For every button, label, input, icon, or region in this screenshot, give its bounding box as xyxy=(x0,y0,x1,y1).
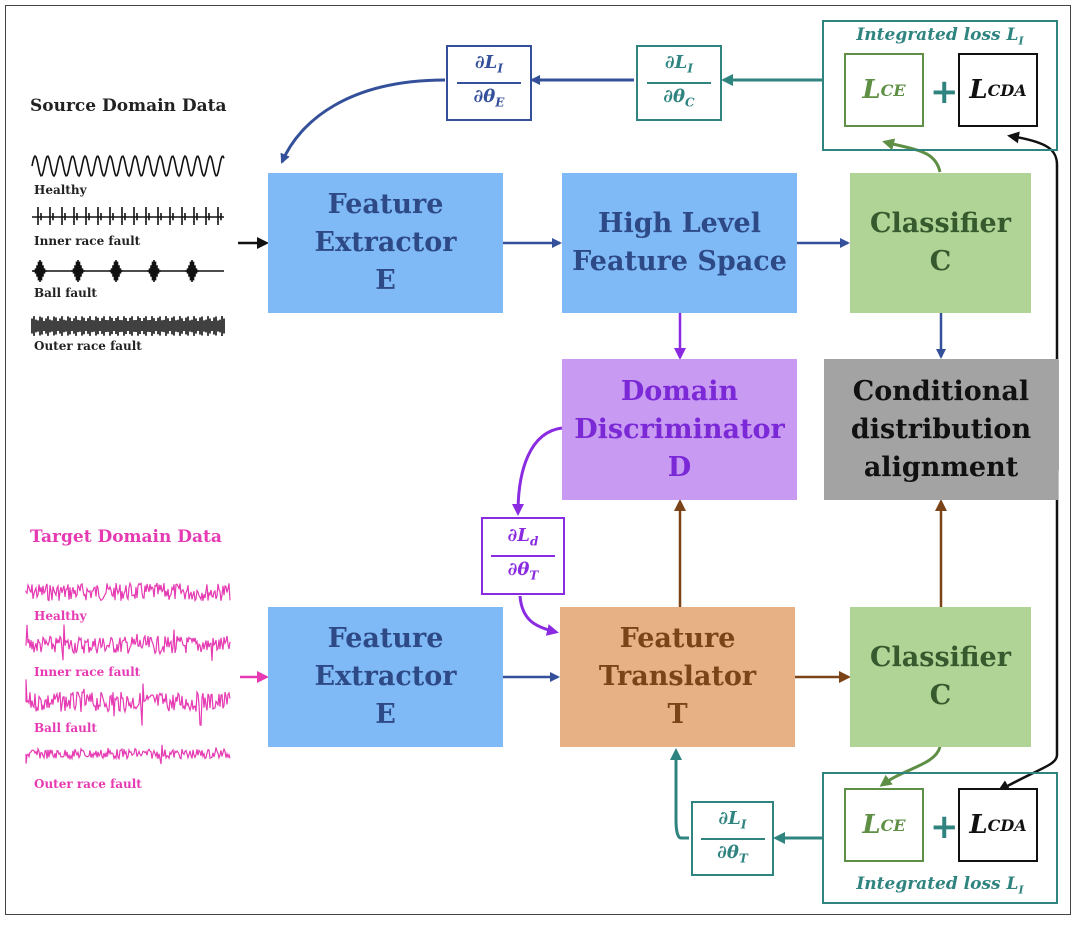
grad-dthetaE-denominator: ∂θE xyxy=(473,86,505,110)
high-level-feature-space: High Level Feature Space xyxy=(562,173,797,313)
feature-translator-line2: Translator xyxy=(598,661,757,692)
grad-dLd-denominator: ∂θT xyxy=(507,559,539,583)
high-level-line2: Feature Space xyxy=(572,246,787,277)
grad-dLd-dthetaT: ∂Ld ∂θT xyxy=(481,517,565,595)
domain-discriminator-line2: Discriminator xyxy=(574,413,785,445)
target-inner-race-label: Inner race fault xyxy=(34,665,141,679)
high-level-line1: High Level xyxy=(598,208,761,239)
fraction-bar xyxy=(491,555,555,557)
classifier-top-line1: Classifier xyxy=(870,208,1011,239)
feature-extractor-top-line2: Extractor xyxy=(314,227,457,258)
fraction-bar xyxy=(647,82,711,84)
conditional-distribution-alignment: Conditional distribution alignment xyxy=(824,359,1058,500)
source-outer-race-label: Outer race fault xyxy=(34,339,142,353)
classifier-bottom: Classifier C xyxy=(850,607,1031,747)
target-healthy-wave xyxy=(25,581,231,603)
grad-dthetaC-numerator: ∂LI xyxy=(665,52,693,76)
domain-discriminator: Domain Discriminator D xyxy=(562,359,797,500)
source-ball-label: Ball fault xyxy=(34,286,97,300)
target-ball-label: Ball fault xyxy=(34,721,97,735)
target-outer-race-wave xyxy=(25,744,231,765)
grad-dLI-dthetaT: ∂LI ∂θT xyxy=(691,801,774,876)
feature-translator-line3: T xyxy=(667,699,688,730)
cda-line1: Conditional xyxy=(852,375,1030,407)
feature-extractor-top-line1: Feature xyxy=(327,189,444,220)
target-healthy-label: Healthy xyxy=(34,609,87,623)
classifier-top: Classifier C xyxy=(850,173,1031,313)
fraction-bar xyxy=(457,82,521,84)
feature-extractor-top-line3: E xyxy=(375,265,396,296)
arrow-cda-to-lcda-top xyxy=(1007,131,1059,470)
arrow-classifier-to-lce-bottom xyxy=(879,746,942,787)
source-ball-wave xyxy=(32,260,224,282)
source-inner-race-label: Inner race fault xyxy=(34,234,141,248)
classifier-top-line2: C xyxy=(929,246,952,277)
grad-dLd-numerator: ∂Ld xyxy=(507,525,539,549)
target-ball-wave xyxy=(25,679,231,726)
feature-translator-line1: Feature xyxy=(619,623,736,654)
grad-dLI-dthetaC: ∂LI ∂θC xyxy=(636,45,722,121)
grad-dthetaC-denominator: ∂θC xyxy=(663,86,695,110)
cda-line2: distribution xyxy=(850,413,1032,445)
classifier-bottom-line2: C xyxy=(929,680,952,711)
fraction-bar xyxy=(700,837,765,840)
plus-sign-top: + xyxy=(930,72,959,112)
target-outer-race-label: Outer race fault xyxy=(34,777,142,791)
target-signals xyxy=(25,581,231,765)
feature-translator: Feature Translator T xyxy=(560,607,795,747)
arrow-dthetaT-to-translator xyxy=(670,748,689,840)
domain-discriminator-line3: D xyxy=(667,451,692,483)
arrow-discriminator-to-dLd xyxy=(512,426,563,516)
integrated-loss-top-caption: Integrated loss LI xyxy=(856,25,1024,48)
plus-sign-bottom: + xyxy=(930,807,959,847)
source-signals xyxy=(31,154,225,336)
grad-dLI-dthetaE: ∂LI ∂θE xyxy=(446,45,532,121)
source-healthy-label: Healthy xyxy=(34,183,87,197)
arrow-dLd-to-translator xyxy=(518,595,559,636)
feature-extractor-top: Feature Extractor E xyxy=(268,173,503,313)
grad-dthetaT-denominator: ∂θT xyxy=(717,841,748,866)
arrow-classifier-to-lce-top xyxy=(882,138,942,173)
source-inner-race-wave xyxy=(32,207,224,225)
target-domain-title: Target Domain Data xyxy=(30,527,222,547)
feature-extractor-bottom-line1: Feature xyxy=(327,623,444,654)
classifier-bottom-line1: Classifier xyxy=(870,642,1011,673)
feature-extractor-bottom-line2: Extractor xyxy=(314,661,457,692)
source-healthy-wave xyxy=(31,154,225,178)
domain-discriminator-line1: Domain xyxy=(620,375,739,407)
grad-dthetaE-numerator: ∂LI xyxy=(475,52,503,76)
cda-line3: alignment xyxy=(863,451,1019,483)
arrow-cda-to-lcda-bottom xyxy=(997,360,1059,792)
source-outer-race-wave xyxy=(31,316,225,336)
arrow-dthetaE-to-extractor xyxy=(280,78,446,164)
target-inner-race-wave xyxy=(25,624,231,661)
feature-extractor-bottom-line3: E xyxy=(375,699,396,730)
integrated-loss-bottom-caption: Integrated loss LI xyxy=(856,874,1024,897)
source-domain-title: Source Domain Data xyxy=(30,96,227,116)
feature-extractor-bottom: Feature Extractor E xyxy=(268,607,503,747)
grad-dthetaT-numerator: ∂LI xyxy=(718,807,747,832)
